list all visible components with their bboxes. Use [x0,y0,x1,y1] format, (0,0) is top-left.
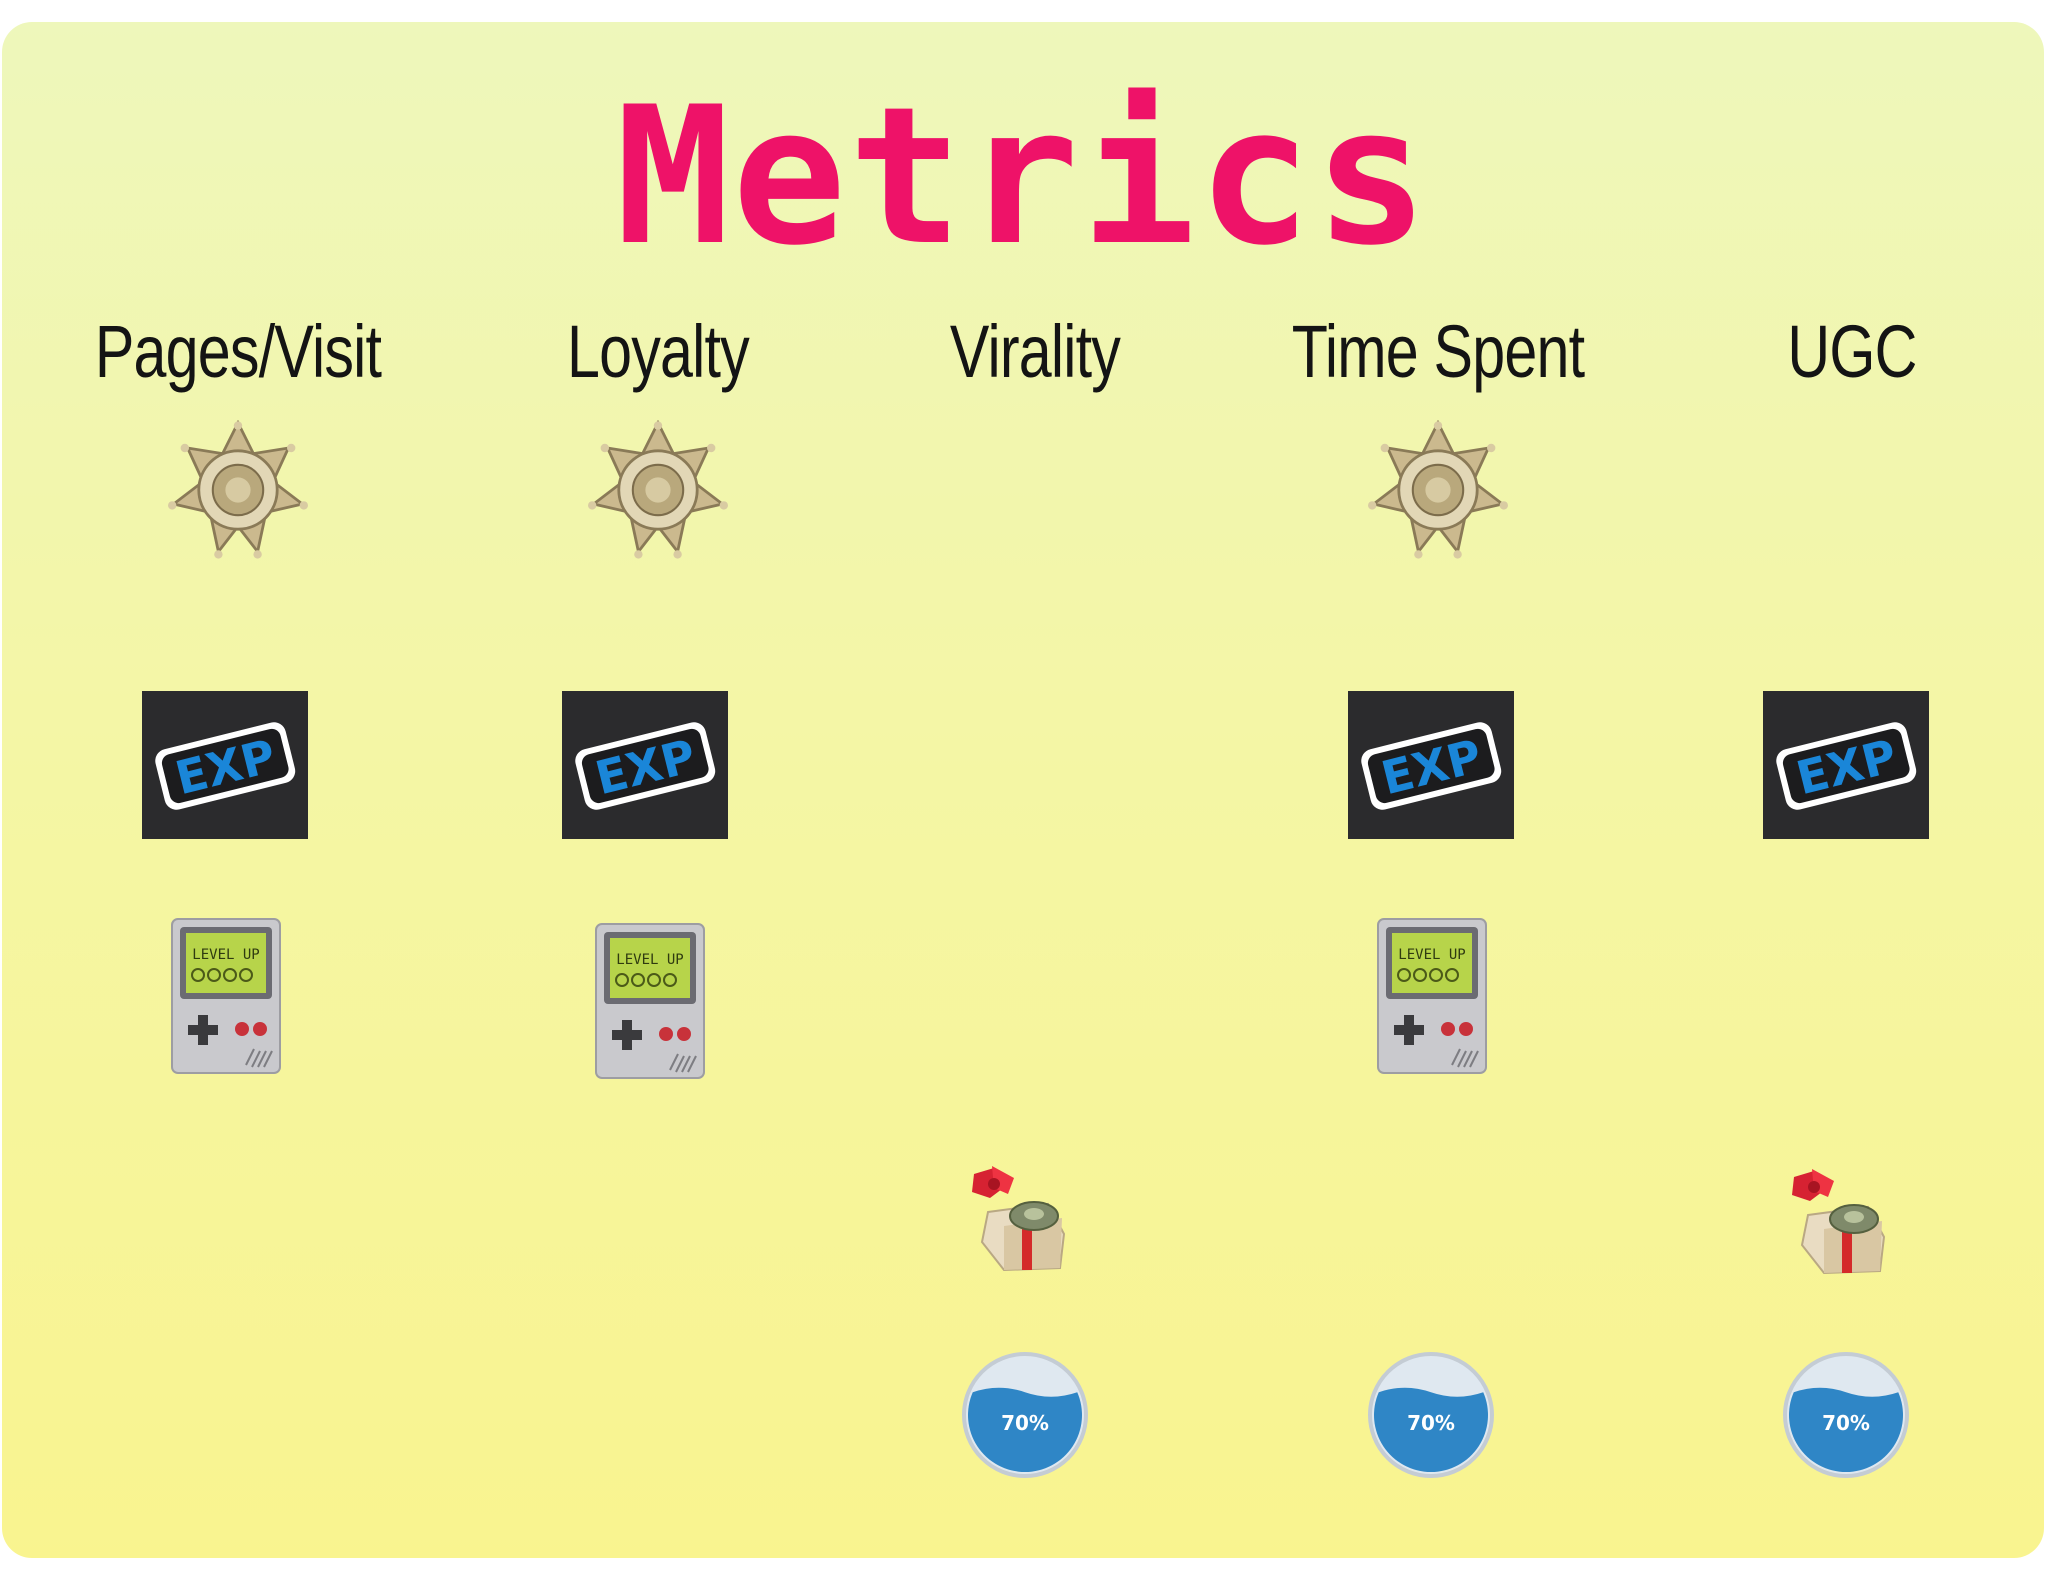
metrics-board: Metrics Pages/Visit Loyalty Virality Tim… [2,22,2044,1558]
column-heading-ugc: UGC [1787,310,1917,393]
gift-icon [964,1164,1080,1272]
meter-label: 70% [1001,1411,1049,1435]
gameboy-icon [1376,917,1488,1075]
exp-icon [142,691,308,839]
gameboy-icon [170,917,282,1075]
police-badge-icon [1368,420,1508,560]
column-heading-time-spent: Time Spent [1291,310,1585,393]
gameboy-icon [594,922,706,1080]
progress-meter-virality: 70% [962,1352,1088,1478]
meter-label: 70% [1822,1411,1870,1435]
police-badge-icon [588,420,728,560]
gift-icon [1784,1167,1900,1275]
exp-icon [1763,691,1929,839]
column-heading-pages-visit: Pages/Visit [94,310,382,393]
exp-icon [1348,691,1514,839]
progress-meter-ugc: 70% [1783,1352,1909,1478]
progress-meter-time-spent: 70% [1368,1352,1494,1478]
meter-fill [968,1387,1082,1472]
meter-label: 70% [1407,1411,1455,1435]
column-heading-loyalty: Loyalty [567,310,750,393]
meter-fill [1374,1387,1488,1472]
exp-icon [562,691,728,839]
column-heading-virality: Virality [949,310,1121,393]
police-badge-icon [168,420,308,560]
meter-fill [1789,1387,1903,1472]
page-title: Metrics [615,66,1431,287]
